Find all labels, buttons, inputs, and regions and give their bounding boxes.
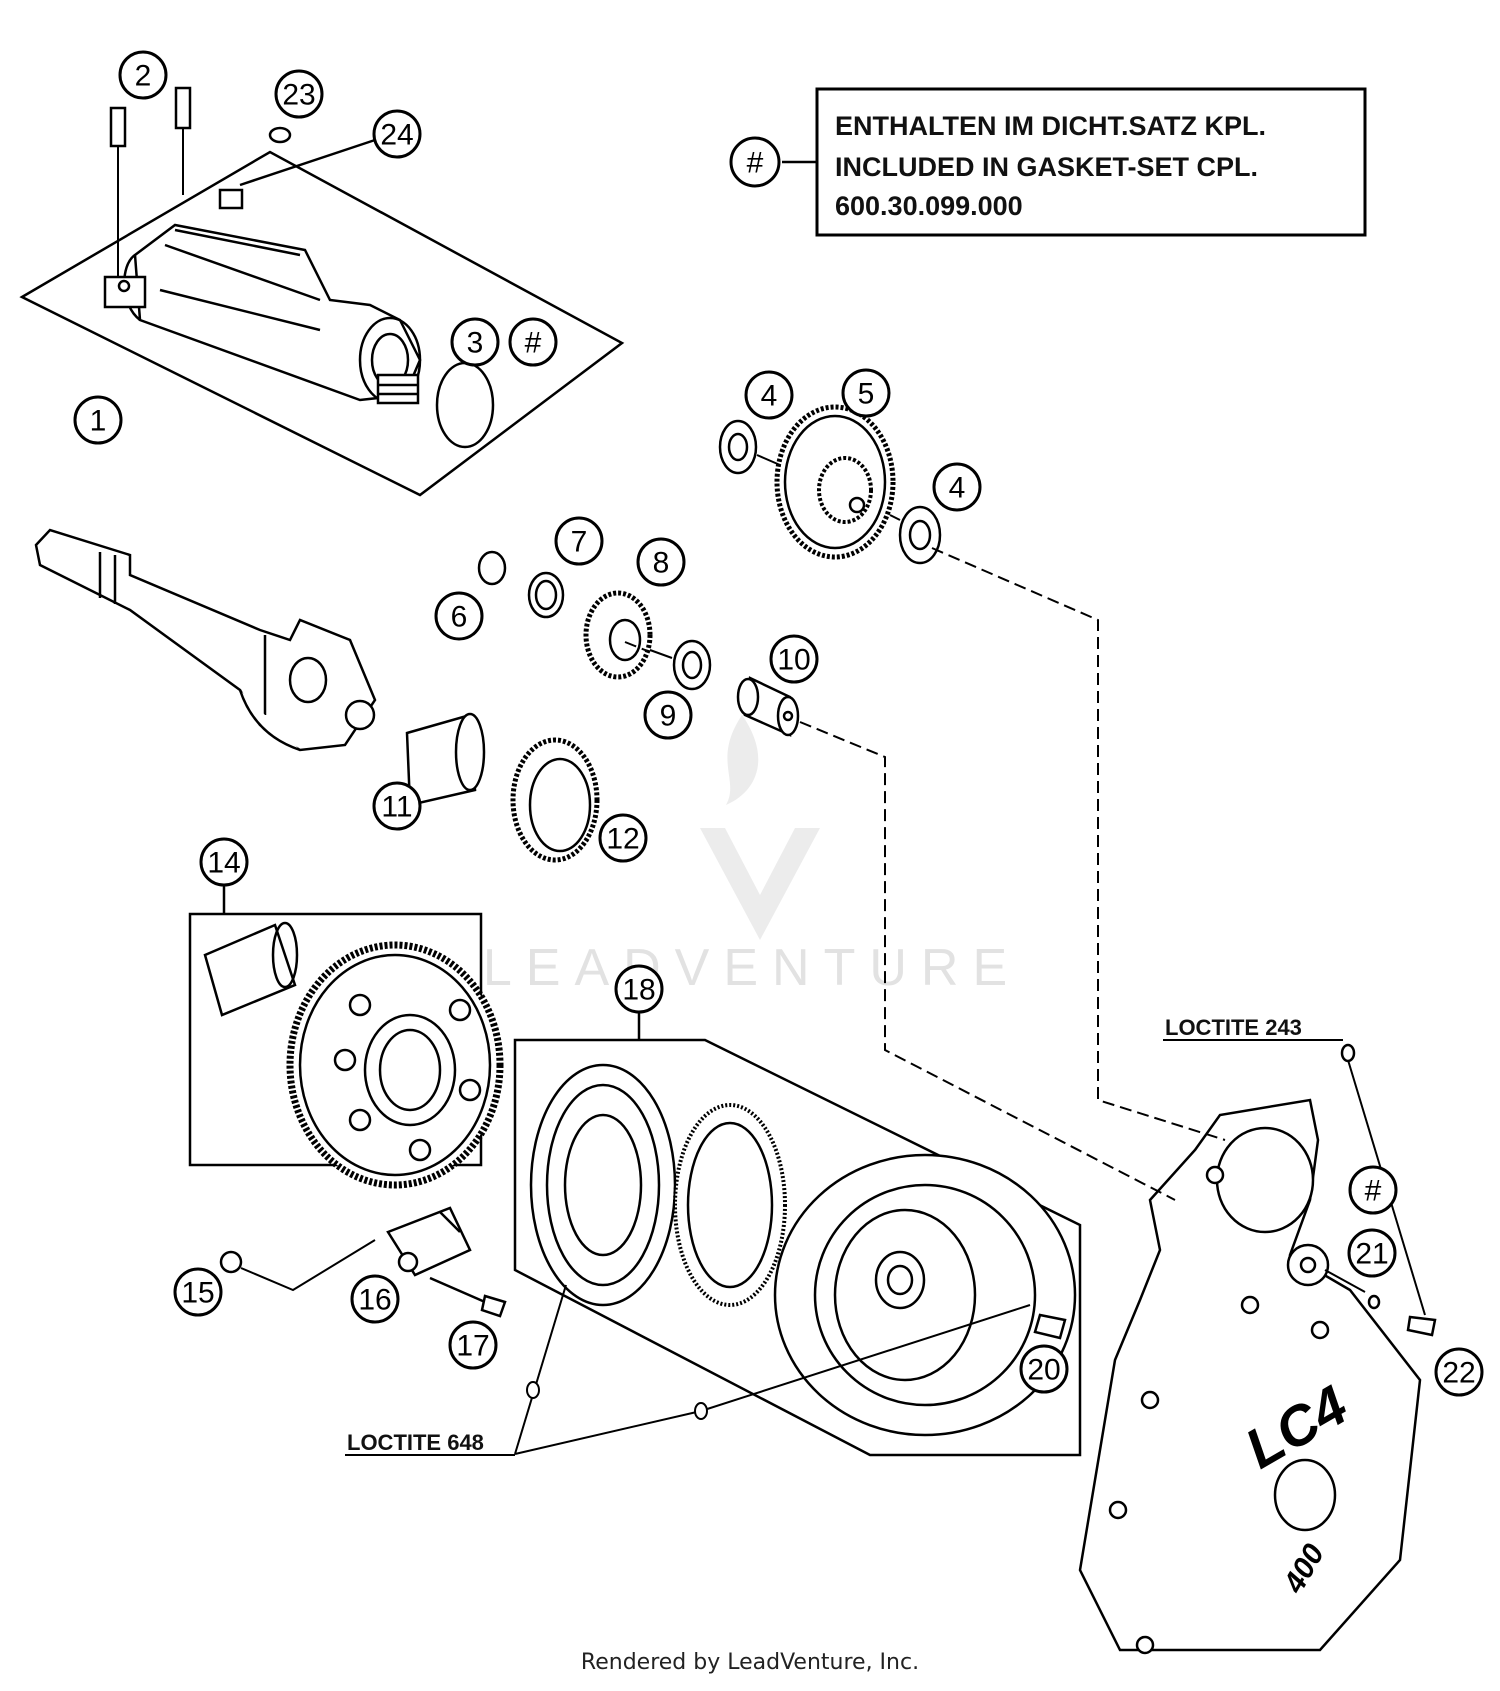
svg-text:1: 1 bbox=[90, 405, 107, 438]
svg-text:7: 7 bbox=[571, 526, 588, 559]
note-line-3: 600.30.099.000 bbox=[835, 191, 1023, 221]
svg-text:#: # bbox=[525, 327, 542, 360]
callout-8: 8 bbox=[636, 537, 686, 587]
svg-text:4: 4 bbox=[949, 472, 966, 505]
svg-text:9: 9 bbox=[660, 700, 677, 733]
callout-3: 3 bbox=[450, 317, 500, 367]
svg-text:15: 15 bbox=[181, 1277, 214, 1310]
svg-text:8: 8 bbox=[653, 547, 670, 580]
callout-22: 22 bbox=[1434, 1347, 1484, 1397]
callout-11: 11 bbox=[372, 781, 422, 831]
svg-text:18: 18 bbox=[622, 974, 655, 1007]
sensor-group bbox=[219, 1206, 507, 1318]
svg-text:24: 24 bbox=[380, 119, 413, 152]
intermediate-gear-group bbox=[718, 404, 942, 565]
watermark-text: LEADVENTURE bbox=[483, 939, 1021, 997]
svg-text:16: 16 bbox=[358, 1284, 391, 1317]
svg-text:10: 10 bbox=[777, 644, 810, 677]
svg-text:14: 14 bbox=[207, 847, 240, 880]
callout-17: 17 bbox=[448, 1320, 498, 1370]
note-symbol-callout: # bbox=[729, 136, 781, 188]
gasket-set-note: ENTHALTEN IM DICHT.SATZ KPL. INCLUDED IN… bbox=[782, 87, 1367, 237]
loctite-648-label: LOCTITE 648 bbox=[347, 1430, 484, 1455]
loctite-243-label: LOCTITE 243 bbox=[1165, 1015, 1302, 1040]
svg-text:22: 22 bbox=[1442, 1357, 1475, 1390]
callout-1: 1 bbox=[73, 395, 123, 445]
callout-14: 14 bbox=[199, 837, 249, 887]
callout-10: 10 bbox=[769, 634, 819, 684]
svg-text:2: 2 bbox=[135, 60, 152, 93]
svg-text:12: 12 bbox=[606, 823, 639, 856]
callout-23: 23 bbox=[274, 69, 324, 119]
callout-7: 7 bbox=[554, 516, 604, 566]
callout-4b: 4 bbox=[932, 462, 982, 512]
note-line-1: ENTHALTEN IM DICHT.SATZ KPL. bbox=[835, 111, 1266, 141]
svg-text:3: 3 bbox=[467, 327, 484, 360]
svg-text:21: 21 bbox=[1355, 1238, 1388, 1271]
small-gears-group bbox=[405, 550, 800, 863]
freewheel-gear-group bbox=[188, 885, 504, 1189]
leader-lines bbox=[624, 547, 1226, 1201]
rendered-by-footer: Rendered by LeadVenture, Inc. bbox=[580, 1650, 920, 1675]
callout-2: 2 bbox=[118, 50, 168, 100]
svg-text:23: 23 bbox=[282, 79, 315, 112]
svg-text:5: 5 bbox=[858, 378, 875, 411]
callouts: 1 2 3 # 4 4 5 6 7 8 9 10 11 12 14 15 16 … bbox=[73, 50, 1484, 1397]
callout-6: 6 bbox=[434, 591, 484, 641]
svg-text:6: 6 bbox=[451, 601, 468, 634]
callout-21-hash: # bbox=[1348, 1165, 1398, 1215]
callout-16: 16 bbox=[350, 1274, 400, 1324]
note-line-2: INCLUDED IN GASKET-SET CPL. bbox=[835, 152, 1258, 182]
callout-18: 18 bbox=[614, 964, 664, 1014]
starter-motor-group bbox=[19, 86, 625, 497]
svg-text:11: 11 bbox=[381, 791, 412, 824]
callout-5: 5 bbox=[841, 368, 891, 418]
callout-20: 20 bbox=[1019, 1344, 1069, 1394]
loctite-leaders bbox=[345, 1039, 1343, 1456]
callout-21: 21 bbox=[1347, 1228, 1397, 1278]
ignition-cover: LC4 400 bbox=[1078, 1043, 1437, 1655]
crankshaft bbox=[34, 528, 377, 752]
note-symbol: # bbox=[747, 147, 764, 180]
callout-4a: 4 bbox=[744, 370, 794, 420]
svg-text:20: 20 bbox=[1027, 1354, 1060, 1387]
svg-text:17: 17 bbox=[456, 1330, 489, 1363]
callout-12: 12 bbox=[598, 813, 648, 863]
svg-text:4: 4 bbox=[761, 380, 778, 413]
rotor-group bbox=[513, 1012, 1082, 1457]
callout-9: 9 bbox=[643, 690, 693, 740]
callout-15: 15 bbox=[173, 1267, 223, 1317]
loctite-drops bbox=[526, 1381, 708, 1420]
callout-3-hash: # bbox=[508, 317, 558, 367]
watermark: LEADVENTURE bbox=[483, 715, 1021, 997]
svg-text:#: # bbox=[1365, 1175, 1382, 1208]
callout-24: 24 bbox=[372, 109, 422, 159]
